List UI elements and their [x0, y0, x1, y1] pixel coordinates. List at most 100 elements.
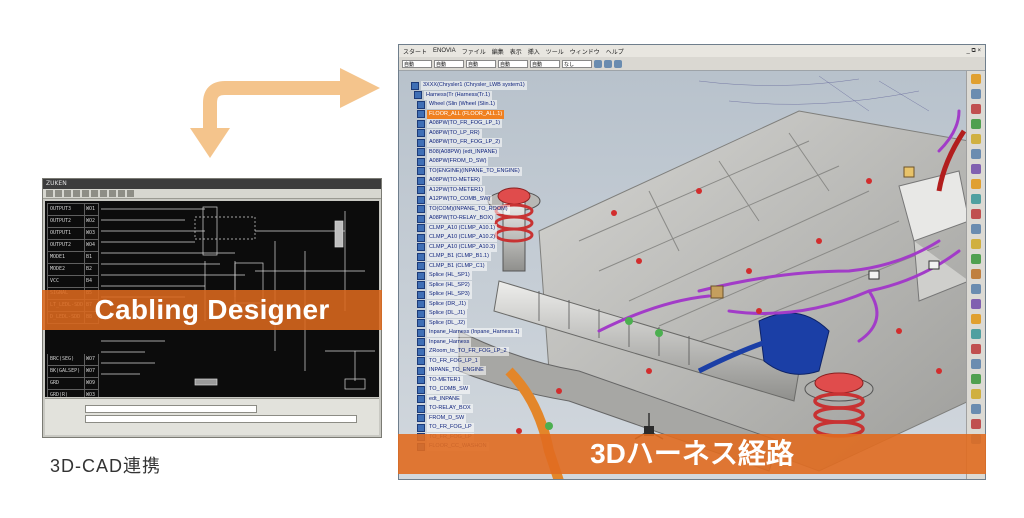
- toolbar-icon[interactable]: [82, 190, 89, 197]
- window-controls[interactable]: _ ⧉ ×: [966, 47, 981, 54]
- tool-icon[interactable]: [971, 209, 981, 219]
- tool-icon[interactable]: [971, 224, 981, 234]
- tree-node[interactable]: Splice (HL_SP3): [411, 290, 531, 300]
- tree-node[interactable]: Harness(Tr (Harness(Tr.1): [411, 90, 531, 101]
- tree-node[interactable]: Splice (DL_J1): [411, 309, 531, 319]
- tree-node[interactable]: Wheel (Slin (Wheel (Slin.1): [411, 100, 531, 110]
- tool-icon[interactable]: [971, 329, 981, 339]
- tree-node[interactable]: Splice (HL_SP1): [411, 271, 531, 281]
- tree-node[interactable]: CLMP_A10 (CLMP_A10.3): [411, 242, 531, 253]
- tool-icon[interactable]: [971, 239, 981, 249]
- menu-item[interactable]: スタート: [403, 49, 428, 56]
- tree-node[interactable]: Splice (DR_J1): [411, 299, 531, 310]
- tree-node[interactable]: 3XXX(Chrysler1 (Chrysler_LWB system1): [411, 81, 531, 91]
- tool-icon[interactable]: [971, 179, 981, 189]
- tree-node[interactable]: INPANE_TO_ENGINE: [411, 366, 531, 376]
- toolbar-icon[interactable]: [46, 190, 53, 197]
- connector-row[interactable]: BRC(SEG)WO7: [47, 354, 99, 366]
- tree-node[interactable]: A08PW(TO_LP_RR): [411, 128, 531, 139]
- connector-row[interactable]: BK(GALSEP)WO7: [47, 366, 99, 378]
- tree-node[interactable]: TO_FR_FOG_LP: [411, 423, 531, 433]
- tool-icon[interactable]: [971, 389, 981, 399]
- toolbar-icon[interactable]: [91, 190, 98, 197]
- tool-icon[interactable]: [971, 269, 981, 279]
- tree-node[interactable]: CLMP_A10 (CLMP_A10.1): [411, 223, 531, 234]
- tree-node[interactable]: TO-METER1: [411, 375, 531, 386]
- menu-item[interactable]: ファイル: [461, 49, 486, 56]
- tree-node[interactable]: A08PW(TO-METER): [411, 176, 531, 186]
- tree-node[interactable]: A08PW(FROM_D_SW): [411, 157, 531, 167]
- tool-icon[interactable]: [971, 419, 981, 429]
- menu-item[interactable]: ENOVIA: [433, 48, 456, 54]
- menu-item[interactable]: 表示: [509, 49, 522, 56]
- tree-node[interactable]: Splice (HL_SP2): [411, 280, 531, 291]
- tree-node[interactable]: A12PW(TO-METER1): [411, 185, 531, 196]
- toolbar-icon[interactable]: [614, 59, 622, 68]
- toolbar-dropdown[interactable]: 自動: [434, 59, 464, 68]
- toolbar-icon[interactable]: [118, 190, 125, 197]
- tree-node[interactable]: FROM_D_SW: [411, 413, 531, 424]
- tree-node[interactable]: ZRoom_to_TO_FR_FOG_LP_2: [411, 347, 531, 357]
- toolbar-icon[interactable]: [604, 59, 612, 68]
- tree-node[interactable]: A08PW(TO-RELAY_BOX): [411, 214, 531, 224]
- tool-icon[interactable]: [971, 149, 981, 159]
- tree-node[interactable]: edt_INPANE: [411, 394, 531, 405]
- tree-node[interactable]: CLMP_B1 (CLMP_B1.1): [411, 252, 531, 262]
- tree-node[interactable]: TO_FR_FOG_LP_1: [411, 356, 531, 367]
- tool-icon[interactable]: [971, 314, 981, 324]
- toolbar-icon[interactable]: [109, 190, 116, 197]
- tool-icon[interactable]: [971, 134, 981, 144]
- tree-node[interactable]: A08PW(TO_FR_FOG_LP_2): [411, 138, 531, 148]
- tool-icon[interactable]: [971, 74, 981, 84]
- menu-item[interactable]: ウィンドウ: [569, 49, 600, 56]
- tree-node[interactable]: TO(COM)(INPANE_TO_ROOM): [411, 204, 531, 215]
- tool-icon[interactable]: [971, 284, 981, 294]
- tree-node[interactable]: A12PW(TO_COMB_SW): [411, 195, 531, 205]
- tree-node[interactable]: B08(A08PW) (edt_INPANE): [411, 147, 531, 158]
- tree-node[interactable]: CLMP_A10 (CLMP_A10.2): [411, 233, 531, 243]
- tool-icon[interactable]: [971, 359, 981, 369]
- tool-icon[interactable]: [971, 164, 981, 174]
- toolbar-dropdown[interactable]: 自動: [402, 59, 432, 68]
- tree-node[interactable]: TO_COMB_SW: [411, 385, 531, 395]
- toolbar-icon[interactable]: [73, 190, 80, 197]
- tool-icon[interactable]: [971, 374, 981, 384]
- toolbar-icon[interactable]: [127, 190, 134, 197]
- tool-icon[interactable]: [971, 299, 981, 309]
- toolbar-dropdown[interactable]: なし: [562, 59, 592, 68]
- toolbar-dropdown[interactable]: 自動: [466, 59, 496, 68]
- toolbar-icon[interactable]: [594, 59, 602, 68]
- toolbar-dropdown[interactable]: 自動: [530, 59, 560, 68]
- tool-icon[interactable]: [971, 254, 981, 264]
- tool-icon[interactable]: [971, 119, 981, 129]
- toolbar-icon[interactable]: [100, 190, 107, 197]
- tree-node[interactable]: Inpane_Harness: [411, 337, 531, 348]
- menu-item[interactable]: 編集: [491, 49, 504, 56]
- toolbar-icon[interactable]: [64, 190, 71, 197]
- menu-item[interactable]: 挿入: [527, 49, 540, 56]
- command-field[interactable]: [85, 405, 257, 413]
- tree-node[interactable]: A08PW(TO_FR_FOG_LP_1): [411, 119, 531, 129]
- tool-icon[interactable]: [971, 344, 981, 354]
- menu-item[interactable]: ヘルプ: [605, 49, 624, 56]
- tree-node[interactable]: Splice (DL_J2): [411, 318, 531, 329]
- tree-node[interactable]: Inpane_Harness (Inpane_Harness.1): [411, 328, 531, 338]
- connector-row[interactable]: GRD(R)WO3: [47, 390, 99, 397]
- tree-node[interactable]: TO(ENGINE)(INPANE_TO_ENGINE): [411, 166, 531, 177]
- tool-icon[interactable]: [971, 194, 981, 204]
- toolbar-icon[interactable]: [55, 190, 62, 197]
- tool-icon[interactable]: [971, 104, 981, 114]
- tree-node[interactable]: CLMP_B1 (CLMP_C1): [411, 261, 531, 272]
- toolbar-dropdown[interactable]: 自動: [498, 59, 528, 68]
- tool-icon[interactable]: [971, 89, 981, 99]
- menu-item[interactable]: ツール: [545, 49, 564, 56]
- tree-node[interactable]: FLOOR_ALL (FLOOR_ALL.1): [411, 109, 531, 120]
